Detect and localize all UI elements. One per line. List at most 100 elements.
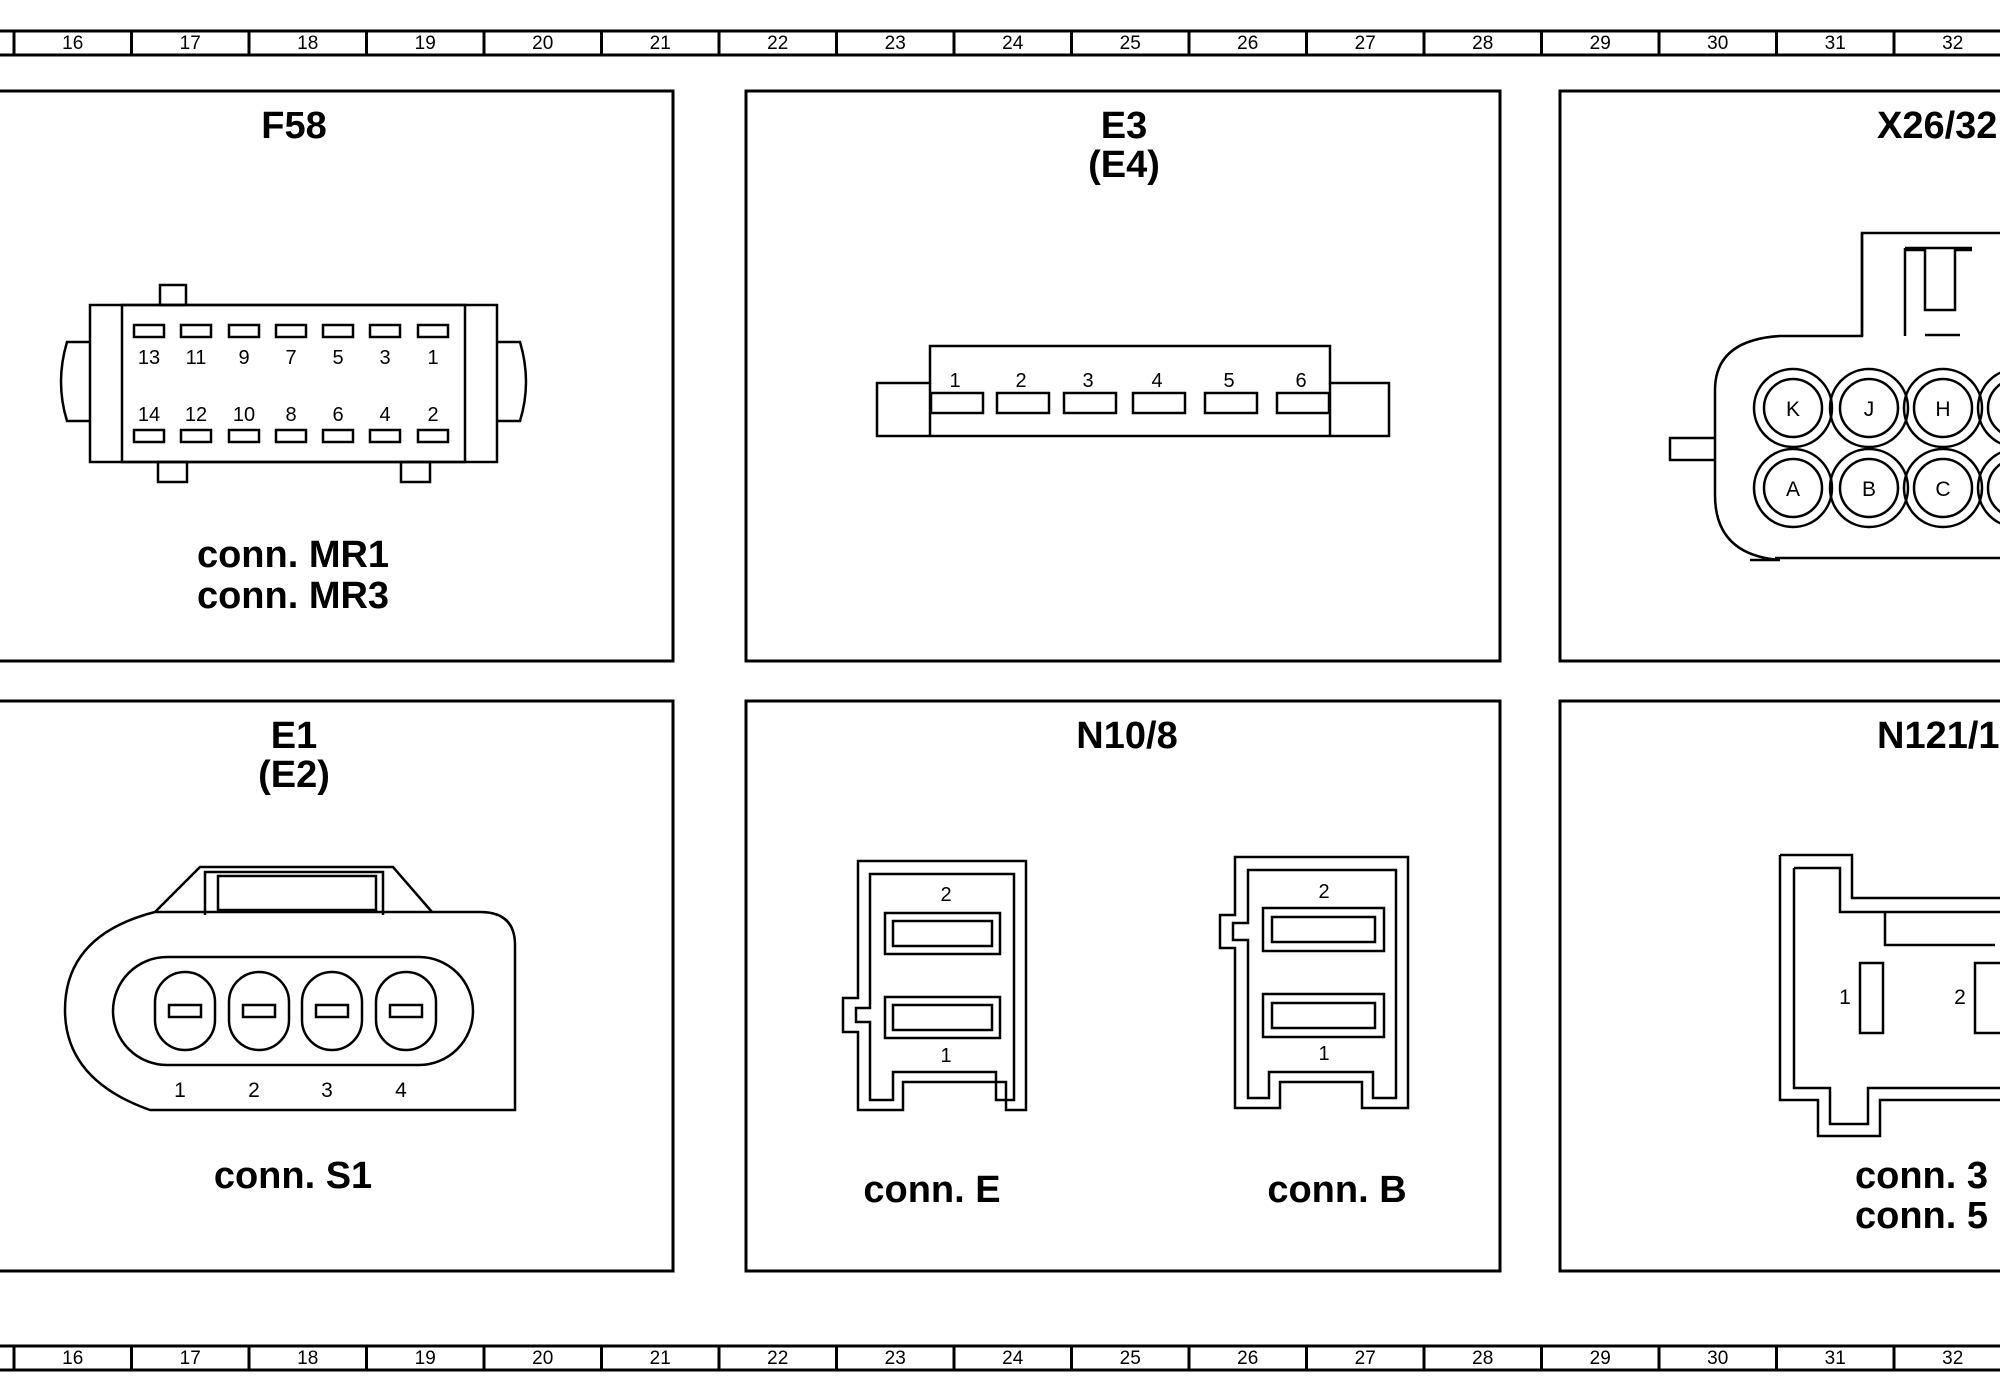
e3-pin-label: 1 xyxy=(949,370,960,392)
ruler-number: 20 xyxy=(532,1348,553,1369)
n10-left-pin-1: 1 xyxy=(940,1045,951,1067)
ruler-number: 26 xyxy=(1237,33,1258,54)
e3-title: E3 xyxy=(1101,105,1147,147)
e1-pin-slot xyxy=(388,1003,424,1019)
f58-pin-label: 14 xyxy=(138,404,160,426)
n10-right-pin-2: 2 xyxy=(1318,881,1329,903)
e1-connector-label: conn. S1 xyxy=(214,1155,372,1197)
ruler-number: 24 xyxy=(1002,33,1024,54)
ruler-number: 30 xyxy=(1707,33,1728,54)
x26-pin-label: A xyxy=(1786,478,1800,501)
n121-pin-1: 1 xyxy=(1839,986,1851,1009)
ruler-number: 17 xyxy=(180,1348,201,1369)
x26-pin-outer xyxy=(1976,371,2000,445)
x26-pin-inner xyxy=(1762,457,1824,519)
f58-pin-slot xyxy=(179,323,213,339)
ruler-number: 20 xyxy=(532,33,553,54)
e3-pin-label: 2 xyxy=(1015,370,1026,392)
panel-e1 xyxy=(0,699,675,1273)
panel-n121 xyxy=(1558,699,2000,1273)
ruler-number: 29 xyxy=(1590,1348,1611,1369)
e1-title: E1 xyxy=(271,715,317,757)
e1-pin-body xyxy=(227,970,291,1052)
f58-connector-label-1: conn. MR1 xyxy=(197,534,389,576)
e3-pin-slot xyxy=(995,391,1051,415)
f58-connector-drawing xyxy=(59,283,528,484)
f58-pin-slot xyxy=(416,428,450,444)
f58-pin-label: 13 xyxy=(138,347,160,369)
n121-title: N121/1 xyxy=(1877,715,2000,757)
f58-pin-slot xyxy=(227,323,261,339)
x26-pin-inner xyxy=(1986,462,2000,514)
x26-connector-drawing xyxy=(1668,231,2000,562)
ruler-number: 18 xyxy=(297,33,318,54)
x26-title: X26/32 xyxy=(1877,105,1997,147)
x26-pin-outer xyxy=(1976,451,2000,525)
panel-x26 xyxy=(1558,89,2000,663)
n121-pin-2: 2 xyxy=(1954,986,1966,1009)
f58-pin-label: 8 xyxy=(285,404,296,426)
x26-pin-inner xyxy=(1838,457,1900,519)
ruler-number: 16 xyxy=(62,33,83,54)
e1-pin-label: 4 xyxy=(395,1079,407,1102)
x26-pin-outer xyxy=(1752,367,1834,449)
e1-connector-drawing xyxy=(63,865,517,1112)
n121-connector-label-1: conn. 3 xyxy=(1855,1155,1988,1197)
ruler-number: 23 xyxy=(885,1348,906,1369)
ruler-number: 19 xyxy=(415,1348,436,1369)
e1-pin-body xyxy=(153,970,217,1052)
n10-connector-label-e: conn. E xyxy=(863,1169,1000,1211)
e3-connector-drawing xyxy=(875,344,1391,438)
f58-pin-label: 2 xyxy=(427,404,438,426)
ruler-number: 22 xyxy=(767,1348,788,1369)
ruler-number: 31 xyxy=(1825,1348,1846,1369)
f58-connector-label-2: conn. MR3 xyxy=(197,575,389,617)
e1-pin-slot xyxy=(314,1003,350,1019)
f58-pin-label: 7 xyxy=(285,347,296,369)
f58-pin-slot xyxy=(416,323,450,339)
ruler-number: 19 xyxy=(415,33,436,54)
n121-connector-drawing xyxy=(1778,853,2000,1138)
x26-pin-label: B xyxy=(1862,478,1876,501)
f58-pin-slot xyxy=(368,428,402,444)
n10-left-connector-drawing xyxy=(841,859,1028,1112)
e3-pin-label: 5 xyxy=(1223,370,1234,392)
f58-pin-label: 1 xyxy=(427,347,438,369)
f58-pin-slot xyxy=(274,428,308,444)
ruler-number: 22 xyxy=(767,33,788,54)
e1-pin-label: 2 xyxy=(248,1079,260,1102)
ruler-number: 28 xyxy=(1472,1348,1493,1369)
e1-pin-slot xyxy=(241,1003,277,1019)
ruler-number: 18 xyxy=(297,1348,318,1369)
f58-pin-label: 5 xyxy=(332,347,343,369)
e3-pin-slot xyxy=(1275,391,1331,415)
n10-connector-label-b: conn. B xyxy=(1267,1169,1406,1211)
ruler-number: 21 xyxy=(650,1348,671,1369)
n10-right-connector-drawing xyxy=(1218,855,1410,1110)
f58-pin-slot xyxy=(321,428,355,444)
f58-pin-label: 9 xyxy=(238,347,249,369)
f58-pin-slot xyxy=(368,323,402,339)
f58-pin-label: 11 xyxy=(186,347,207,369)
ruler-number: 24 xyxy=(1002,1348,1024,1369)
x26-pin-label: H xyxy=(1935,398,1950,421)
f58-pin-label: 4 xyxy=(379,404,390,426)
ruler-number: 25 xyxy=(1120,1348,1141,1369)
f58-pin-slot xyxy=(274,323,308,339)
f58-pin-slot xyxy=(227,428,261,444)
e3-pin-slot xyxy=(929,391,985,415)
f58-title: F58 xyxy=(261,105,326,147)
bottom-ruler xyxy=(0,1344,2000,1372)
f58-pin-label: 3 xyxy=(379,347,390,369)
ruler-number: 27 xyxy=(1355,1348,1376,1369)
ruler-number: 17 xyxy=(180,33,201,54)
ruler-number: 25 xyxy=(1120,33,1141,54)
f58-pin-slot xyxy=(132,428,166,444)
ruler-number: 26 xyxy=(1237,1348,1258,1369)
x26-pin-outer xyxy=(1828,367,1910,449)
ruler-number: 16 xyxy=(62,1348,83,1369)
